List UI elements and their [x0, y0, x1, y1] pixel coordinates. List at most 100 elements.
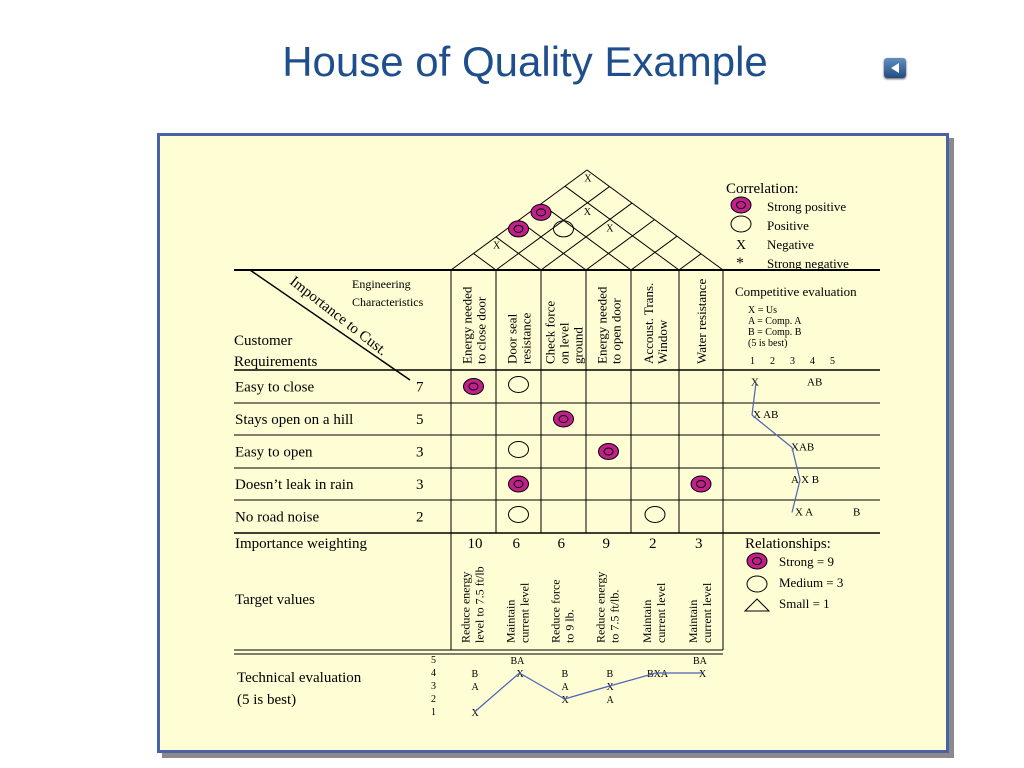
strong-inner-ring — [468, 382, 479, 391]
competitive-scale-label: 3 — [790, 356, 795, 367]
engineering-characteristic-label: Window — [655, 319, 670, 364]
relationship-strong — [598, 443, 619, 460]
strong-outer-ring — [553, 410, 574, 428]
roof-diagonal-right — [495, 186, 610, 271]
slide-title: House of Quality Example — [282, 38, 768, 85]
roof-positive — [553, 220, 574, 238]
relationships-legend-label: Strong = 9 — [779, 554, 834, 569]
competitive-scale-label: 4 — [810, 356, 815, 367]
roof-diagonal-left — [518, 219, 587, 271]
relationship-medium — [644, 506, 666, 523]
target-value-text: Maintain — [504, 600, 518, 643]
importance-weighting-value: 2 — [649, 536, 657, 552]
strong-inner-ring — [603, 447, 614, 456]
strong-outer-ring — [508, 220, 529, 238]
header-diagonal — [249, 269, 411, 381]
importance-weighting-value: 10 — [468, 536, 483, 552]
target-value-text: Reduce energy — [459, 572, 473, 643]
engineering-characteristic-label: Door seal — [505, 313, 520, 364]
technical-competitor-label: BA — [511, 656, 526, 667]
competitive-scale-label: 2 — [770, 356, 775, 367]
competitive-row-label: AB — [807, 377, 822, 389]
technical-competitor-label: X — [699, 669, 707, 680]
strong-inner-ring — [513, 224, 524, 233]
competitive-us-line — [791, 447, 801, 481]
target-value-text: current level — [518, 582, 532, 643]
technical-competitor-label: X — [472, 708, 480, 719]
engineering-characteristic-label: resistance — [519, 313, 534, 364]
customer-requirements-label: Requirements — [234, 354, 317, 370]
competitive-legend-line: A = Comp. A — [748, 316, 802, 327]
relationships-legend-label: Small = 1 — [779, 596, 830, 611]
competitive-legend-line: X = Us — [748, 305, 777, 316]
roof-diagonal-right — [630, 235, 678, 271]
technical-scale-label: 5 — [431, 655, 436, 666]
technical-competitor-label: A — [472, 682, 480, 693]
roof-diagonal-left — [495, 236, 542, 271]
roof-diagonal-right — [540, 202, 633, 271]
competitive-row-label: A X B — [791, 474, 819, 486]
importance-weighting-value: 3 — [695, 536, 703, 552]
target-value-text: current level — [700, 582, 714, 643]
technical-competitor-label: X — [607, 682, 615, 693]
target-value-text: Maintain — [686, 600, 700, 643]
technical-competitor-label: A — [607, 695, 615, 706]
customer-importance-value: 5 — [416, 412, 424, 428]
competitive-evaluation-title: Competitive evaluation — [735, 284, 857, 299]
legend-medium-icon — [746, 575, 768, 593]
competitive-legend-line: (5 is best) — [748, 338, 787, 349]
competitive-scale-label: 1 — [750, 356, 755, 367]
importance-weighting-label: Importance weighting — [235, 536, 368, 552]
importance-weighting-value: 6 — [558, 536, 566, 552]
technical-competitor-label: BXA — [647, 669, 669, 680]
competitive-us-line — [751, 414, 793, 448]
relationship-strong — [690, 475, 712, 493]
engineering-characteristic-label: Check force — [543, 301, 558, 364]
correlation-legend-label: Strong negative — [767, 256, 849, 271]
technical-competitor-label: B — [607, 669, 614, 680]
correlation-legend-label: Strong positive — [767, 199, 846, 214]
engineering-characteristic-label: to close door — [474, 296, 489, 364]
technical-us-line — [564, 685, 610, 700]
engineering-characteristic-label: to open door — [609, 298, 624, 364]
relationship-medium — [508, 506, 529, 523]
engineering-characteristic-label: Energy needed — [595, 286, 610, 364]
technical-evaluation-label: (5 is best) — [237, 692, 296, 708]
target-value-text: current level — [654, 582, 668, 643]
strong-inner-ring — [752, 557, 762, 565]
customer-importance-value: 7 — [416, 380, 424, 396]
competitive-row-label: X — [751, 377, 759, 389]
engineering-characteristic-label: Water resistance — [694, 279, 709, 364]
roof-negative-x: X — [493, 240, 501, 251]
engineering-characteristics-label: Characteristics — [352, 295, 424, 309]
competitive-scale-label: 5 — [830, 356, 835, 367]
correlation-legend-label: Negative — [767, 237, 814, 252]
strong-outer-ring — [463, 378, 484, 395]
relationships-legend-label: Medium = 3 — [779, 575, 843, 590]
back-nav-button[interactable] — [884, 58, 906, 78]
technical-us-line — [609, 672, 657, 687]
customer-importance-value: 2 — [416, 510, 424, 526]
target-value-text: Reduce energy — [594, 572, 608, 643]
strong-inner-ring — [736, 201, 746, 209]
technical-scale-label: 1 — [431, 707, 436, 718]
target-value-text: Reduce force — [549, 579, 563, 643]
technical-us-line — [519, 672, 565, 700]
legend-strong-icon — [746, 552, 768, 570]
technical-evaluation-label: Technical evaluation — [237, 670, 362, 686]
legend-small-icon — [743, 598, 771, 612]
roof-negative-x: X — [584, 173, 592, 184]
importance-weighting-value: 9 — [603, 536, 611, 552]
relationship-medium — [508, 441, 529, 458]
engineering-characteristic-label: Energy needed — [460, 286, 475, 364]
technical-us-line — [474, 672, 520, 713]
customer-importance-value: 3 — [416, 477, 424, 493]
customer-requirements-label: Customer — [234, 333, 292, 349]
target-value-text: level to 7.5 ft/lb — [473, 566, 487, 643]
competitive-row-label: B — [853, 507, 860, 519]
customer-importance-value: 3 — [416, 445, 424, 461]
strong-outer-ring — [598, 443, 619, 460]
technical-competitor-label: B — [562, 669, 569, 680]
customer-requirement-name: Easy to close — [235, 380, 314, 396]
technical-competitor-label: A — [562, 682, 570, 693]
